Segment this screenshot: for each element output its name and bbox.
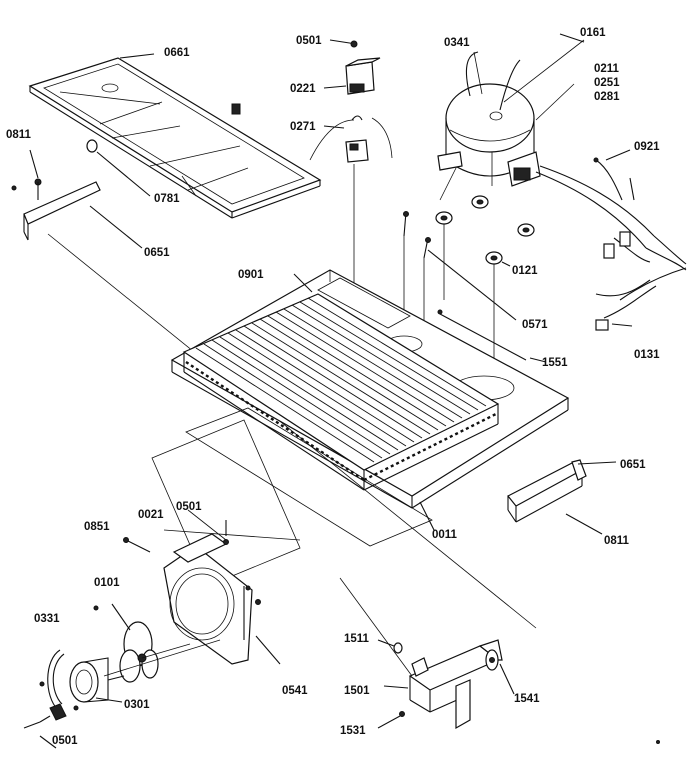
- clip-icon: [231, 103, 241, 115]
- label-0161: 0161: [580, 27, 606, 39]
- fan-blade-0101: [111, 603, 159, 683]
- relay-0221: [323, 57, 381, 95]
- screw-0501-motor: [23, 703, 67, 729]
- label-1551: 1551: [542, 357, 568, 369]
- label-0131: 0131: [634, 349, 660, 361]
- label-1511: 1511: [344, 633, 370, 645]
- label-0101: 0101: [94, 577, 120, 589]
- guide-outline-2: [151, 419, 301, 587]
- label-0651-right: 0651: [620, 459, 646, 471]
- label-0301: 0301: [124, 699, 150, 711]
- label-0921: 0921: [634, 141, 660, 153]
- label-0901: 0901: [238, 269, 264, 281]
- motor-0301: [69, 657, 125, 703]
- screw-0501-top: [329, 39, 358, 48]
- label-0811-left: 0811: [6, 129, 32, 141]
- label-0501-top: 0501: [296, 35, 322, 47]
- label-0501-shroud: 0501: [176, 501, 202, 513]
- label-0271: 0271: [290, 121, 316, 133]
- label-0021: 0021: [138, 509, 164, 521]
- label-0571: 0571: [522, 319, 548, 331]
- condenser-coil-0901: [182, 293, 500, 491]
- label-0541: 0541: [282, 685, 308, 697]
- label-0781: 0781: [154, 193, 180, 205]
- screw-1531: [377, 711, 405, 729]
- label-0211: 0211: [594, 63, 620, 75]
- wiring-harness: [535, 157, 687, 331]
- compressor-terminal-box: [507, 151, 541, 187]
- guide-1501: [339, 577, 413, 677]
- label-0341: 0341: [444, 37, 470, 49]
- screw-1511: [377, 639, 403, 654]
- grommets-0121: [435, 195, 535, 382]
- label-0121: 0121: [512, 265, 538, 277]
- label-0811-right: 0811: [604, 535, 630, 547]
- label-0281: 0281: [594, 91, 620, 103]
- overload-0271: [309, 115, 393, 300]
- label-0661: 0661: [164, 47, 190, 59]
- label-1531: 1531: [340, 725, 366, 737]
- guide-outline-1: [185, 407, 433, 547]
- label-1501: 1501: [344, 685, 370, 697]
- motor-bracket-0331: [39, 605, 99, 711]
- grommet-0781: [86, 139, 151, 197]
- fan-shroud-0541: [163, 533, 281, 665]
- bracket-1501: [408, 639, 503, 730]
- label-0651-left: 0651: [144, 247, 170, 259]
- label-0251: 0251: [594, 77, 620, 89]
- label-0501-motor: 0501: [52, 735, 78, 747]
- cover-tray-0661: [28, 57, 322, 219]
- label-0331: 0331: [34, 613, 60, 625]
- label-1541: 1541: [514, 693, 540, 705]
- label-0011: 0011: [432, 529, 458, 541]
- bracket-right-0651: [507, 459, 603, 535]
- label-0851: 0851: [84, 521, 110, 533]
- screw-0851: [123, 537, 151, 553]
- guide-shroud: [163, 529, 301, 541]
- label-0221: 0221: [290, 83, 316, 95]
- screws-0571: [403, 211, 527, 361]
- bracket-left-0651: [11, 178, 101, 241]
